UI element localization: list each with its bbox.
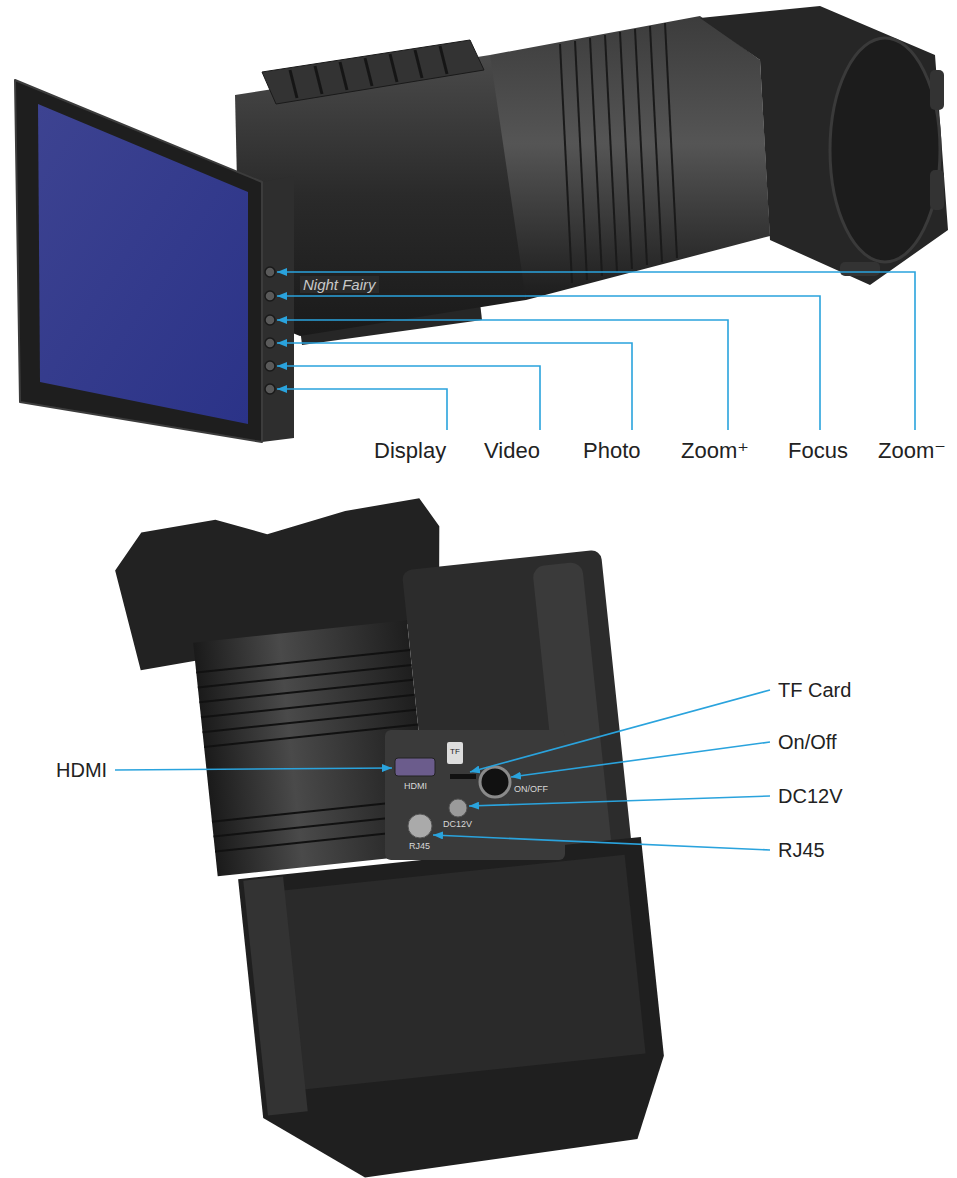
top-device-part-part	[265, 291, 275, 301]
port-label: HDMI	[56, 759, 107, 782]
button-label: Zoom⁺	[681, 438, 749, 463]
button-label: Video	[484, 438, 540, 463]
top-device-part-part	[265, 315, 275, 325]
bottom-device-part	[238, 837, 673, 1178]
port-panel-part	[408, 814, 432, 838]
top-device-part-part	[415, 50, 422, 78]
top-device-part-part	[605, 35, 617, 272]
leader-lines-part	[115, 768, 392, 770]
top-device	[15, 6, 948, 442]
top-device-part	[38, 104, 248, 424]
leader-lines-part	[470, 690, 770, 772]
top-device-part	[265, 267, 275, 394]
port-label: On/Off	[778, 731, 837, 754]
port-print: HDMI	[404, 781, 427, 791]
card-icon-text: TF	[450, 747, 460, 757]
top-device-part-part	[265, 384, 275, 394]
button-label: Photo	[583, 438, 641, 463]
top-device-part-part	[340, 62, 347, 90]
leader-lines-part	[277, 320, 728, 430]
top-device-part	[262, 40, 484, 104]
button-label: Display	[374, 438, 446, 463]
top-device-part	[290, 46, 447, 98]
button-label: Zoom⁻	[878, 438, 946, 463]
top-device-part	[490, 16, 770, 300]
bottom-device-part	[257, 855, 646, 1093]
port-panel-part	[449, 799, 467, 817]
port-panel-part	[447, 742, 463, 764]
top-device-part-part	[390, 54, 397, 82]
port-panel	[385, 730, 565, 860]
leader-lines	[115, 272, 915, 850]
top-device-part	[930, 70, 944, 110]
top-device-part-part	[365, 58, 372, 86]
leader-lines-part	[277, 366, 540, 430]
port-print: ON/OFF	[514, 784, 548, 794]
port-panel-part	[480, 767, 510, 797]
top-device-part-part	[590, 38, 602, 276]
top-device-part-part	[440, 46, 447, 74]
port-label: DC12V	[778, 785, 842, 808]
button-label: Focus	[788, 438, 848, 463]
port-label: TF Card	[778, 679, 851, 702]
port-panel-part	[385, 730, 565, 860]
top-device-part	[700, 6, 948, 285]
port-panel-part	[395, 758, 435, 776]
bottom-device-part	[243, 877, 307, 1116]
port-label: RJ45	[778, 839, 825, 862]
top-device-part-part	[265, 361, 275, 371]
top-device-part-part	[635, 29, 647, 265]
top-device-part	[930, 170, 944, 210]
top-device-part-part	[290, 70, 297, 98]
top-device-part-part	[265, 267, 275, 277]
brand-text: Night Fairy	[300, 276, 379, 293]
top-device-part	[560, 23, 677, 283]
top-device-part-part	[650, 26, 662, 262]
top-device-part-part	[665, 23, 677, 258]
leader-lines-part	[277, 296, 820, 430]
top-device-part-part	[560, 44, 572, 283]
top-device-part-part	[620, 32, 632, 269]
top-device-part-part	[265, 338, 275, 348]
bottom-device	[111, 479, 673, 1178]
leader-lines-part	[277, 343, 632, 430]
leader-lines-part	[277, 389, 447, 430]
top-device-part-part	[315, 66, 322, 94]
leader-lines-part	[433, 835, 770, 850]
port-print: DC12V	[443, 819, 472, 829]
top-device-part-part	[575, 41, 587, 280]
leader-lines-part	[469, 796, 770, 806]
top-device-part	[840, 262, 880, 276]
port-panel-part	[450, 774, 476, 779]
top-device-part	[262, 176, 294, 442]
leader-lines-part	[277, 272, 915, 430]
port-print: RJ45	[409, 841, 430, 851]
top-device-part	[830, 38, 940, 262]
top-device-part	[15, 80, 262, 442]
leader-lines-part	[511, 742, 770, 777]
